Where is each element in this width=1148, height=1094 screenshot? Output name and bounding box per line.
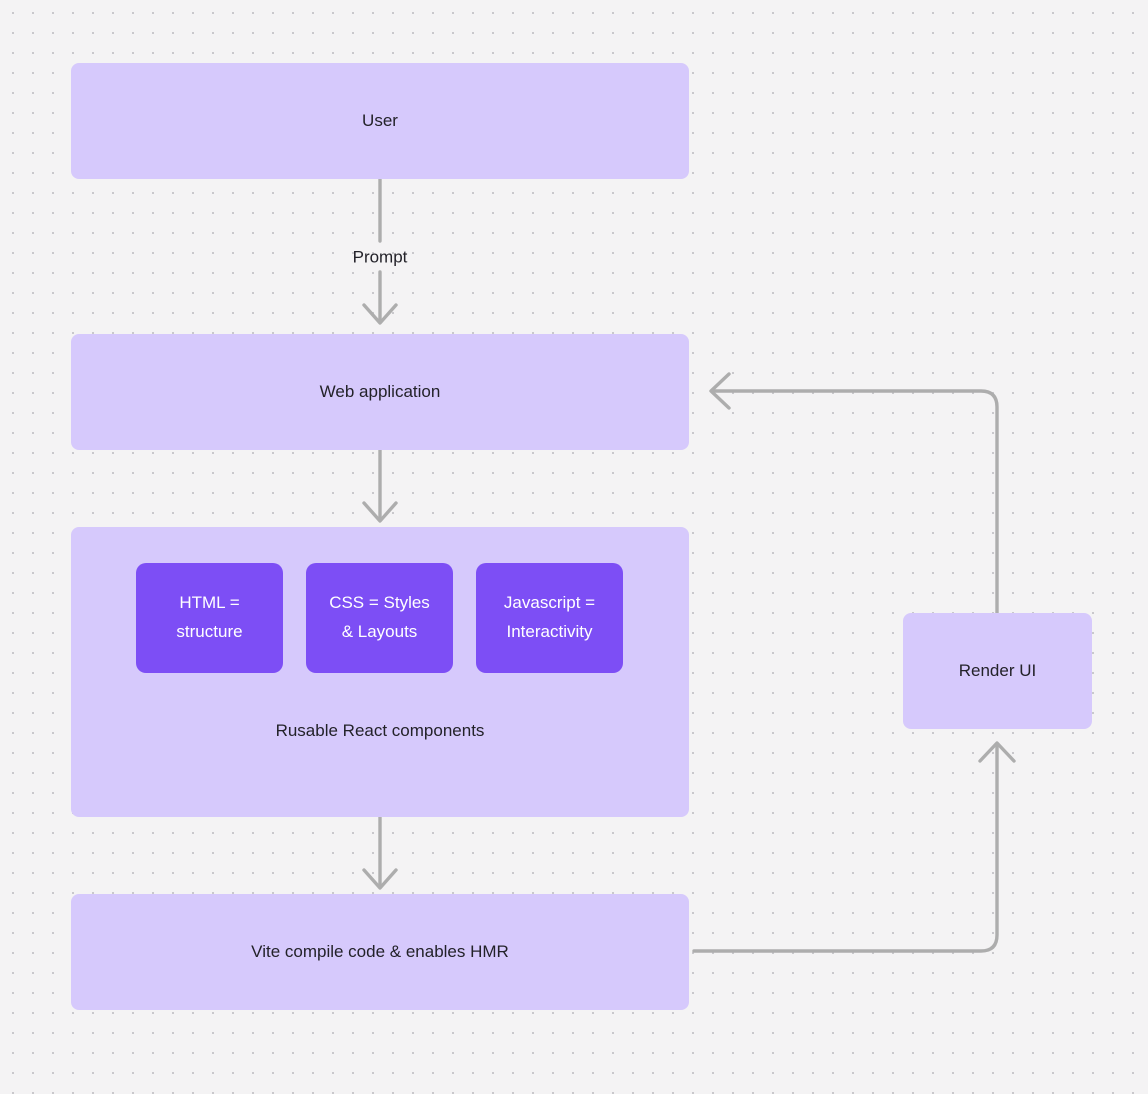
edge-web-to-components: [362, 448, 398, 523]
chip-javascript-label: Javascript = Interactivity: [503, 593, 596, 641]
node-user-label: User: [362, 110, 398, 130]
chip-css[interactable]: CSS = Styles & Layouts: [306, 563, 453, 673]
node-web-application-label: Web application: [319, 381, 441, 401]
edge-render-to-web: [709, 372, 999, 615]
node-render-ui-label: Render UI: [958, 660, 1037, 680]
node-reusable-components[interactable]: HTML = structure CSS = Styles & Layouts …: [71, 527, 689, 817]
node-reusable-components-caption: Rusable React components: [275, 721, 485, 740]
edge-components-to-vite: [362, 815, 398, 890]
node-user[interactable]: User: [71, 63, 689, 179]
edge-label-prompt: Prompt: [352, 247, 408, 267]
chip-html[interactable]: HTML = structure: [136, 563, 283, 673]
chip-javascript[interactable]: Javascript = Interactivity: [476, 563, 623, 673]
node-vite-label: Vite compile code & enables HMR: [251, 941, 509, 961]
chip-html-label: HTML = structure: [176, 593, 243, 641]
node-render-ui[interactable]: Render UI: [903, 613, 1092, 729]
edge-vite-to-render: [692, 741, 1016, 953]
node-web-application[interactable]: Web application: [71, 334, 689, 450]
node-vite[interactable]: Vite compile code & enables HMR: [71, 894, 689, 1010]
chip-css-label: CSS = Styles & Layouts: [329, 593, 430, 641]
